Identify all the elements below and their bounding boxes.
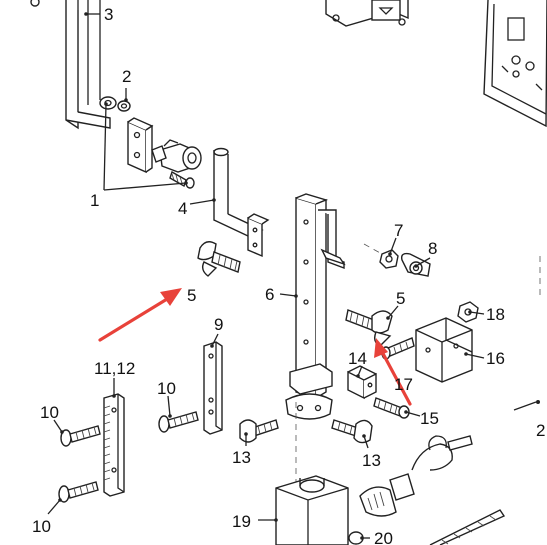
hex-nut-18	[457, 301, 479, 323]
red-arrow-right	[374, 338, 412, 406]
leader-lines	[47, 12, 485, 540]
angle-bracket	[347, 365, 377, 400]
label-15: 15	[420, 409, 439, 428]
right-edge-detail	[513, 256, 541, 411]
wing-screw-13-left	[239, 419, 279, 443]
bolt-17	[381, 337, 415, 360]
flat-strip	[203, 341, 223, 435]
bolt-10-upper	[60, 425, 101, 447]
label-1: 1	[90, 191, 99, 210]
nut-assembly	[99, 96, 131, 112]
bolt-15	[373, 397, 410, 419]
red-arrow-left	[98, 288, 182, 342]
label-20: 20	[374, 529, 393, 545]
wing-screw-13-right	[331, 419, 373, 444]
scale-bar	[103, 393, 125, 497]
label-13-right: 13	[362, 451, 381, 470]
mounting-plate-clamp	[127, 117, 202, 189]
bolt-10-lower	[58, 481, 99, 503]
label-7: 7	[394, 221, 403, 240]
label-17: 17	[394, 375, 413, 394]
u-bracket	[415, 317, 473, 383]
label-19: 19	[232, 512, 251, 531]
label-13-left: 13	[232, 448, 251, 467]
l-bracket-post	[213, 147, 270, 258]
label-10-middle: 10	[157, 379, 176, 398]
label-16: 16	[486, 349, 505, 368]
connector-plug	[359, 435, 473, 517]
label-18: 18	[486, 305, 505, 324]
label-9: 9	[214, 315, 223, 334]
label-2: 2	[122, 67, 131, 86]
label-14: 14	[348, 349, 367, 368]
label-10-lower: 10	[32, 517, 51, 536]
label-4: 4	[178, 199, 187, 218]
bottom-block	[275, 475, 349, 545]
main-post	[285, 193, 346, 500]
label-3: 3	[104, 5, 113, 24]
bolt-10-middle	[158, 411, 199, 433]
cable-and-fitting-20	[348, 509, 506, 545]
label-11-12: 11,12	[94, 359, 135, 378]
controller-housing	[325, 0, 547, 128]
wing-screw-left	[197, 241, 241, 277]
label-5-right: 5	[396, 289, 405, 308]
label-2-right: 2	[536, 421, 545, 440]
wing-screw-right	[345, 309, 393, 347]
label-5-left: 5	[187, 286, 196, 305]
label-10-upper: 10	[40, 403, 59, 422]
frame-bracket	[30, 0, 111, 130]
label-6: 6	[265, 285, 274, 304]
label-8: 8	[428, 239, 437, 258]
